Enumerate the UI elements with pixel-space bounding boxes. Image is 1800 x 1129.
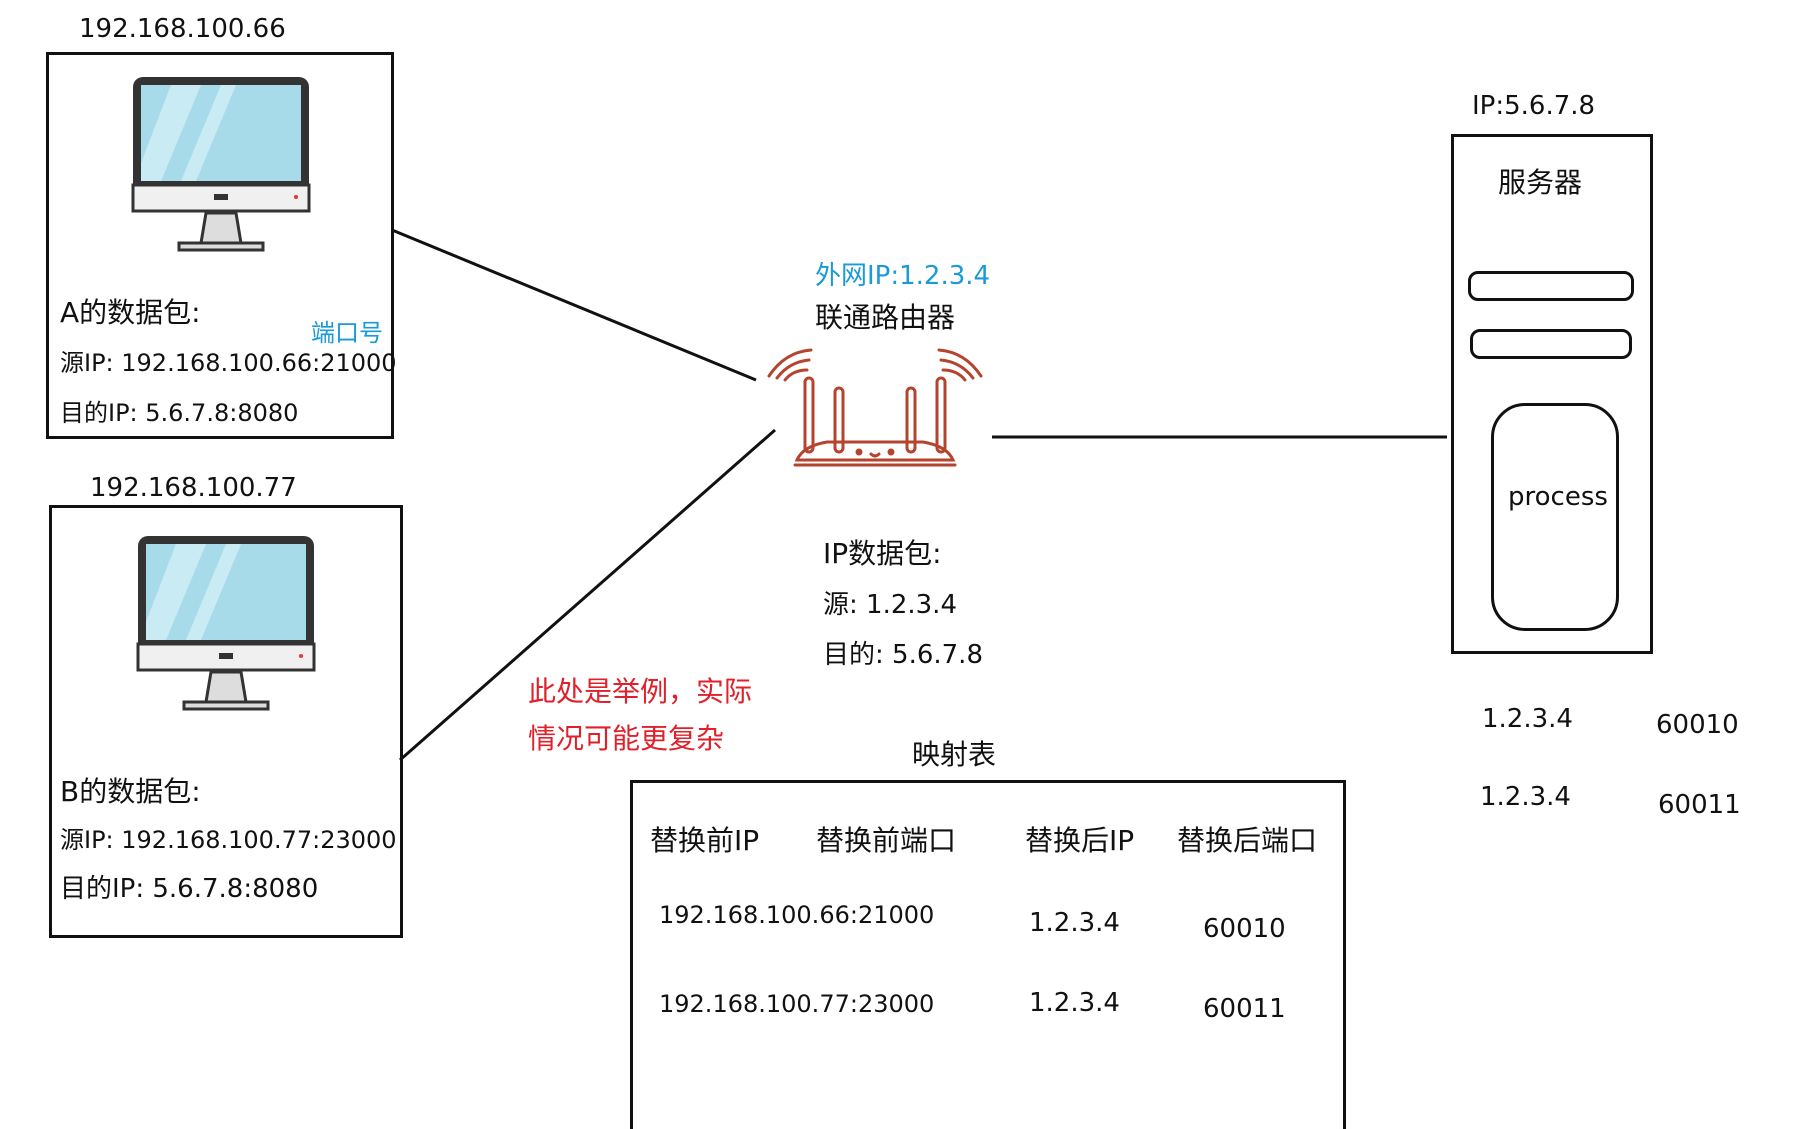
router-packet-title: IP数据包: (823, 537, 942, 570)
hostB-box: B的数据包: 源IP: 192.168.100.77:23000 目的IP: 5… (49, 505, 403, 938)
hostB-src: 源IP: 192.168.100.77:23000 (60, 826, 397, 854)
hostA-dst: 目的IP: 5.6.7.8:8080 (60, 399, 299, 427)
router-icon (767, 348, 983, 467)
hostB-dst: 目的IP: 5.6.7.8:8080 (60, 874, 319, 904)
hostA-ip: 192.168.100.66 (79, 14, 286, 44)
mapping-row1-before: 192.168.100.66:21000 (659, 901, 935, 929)
note-line2: 情况可能更复杂 (528, 722, 725, 755)
mapping-header-before-port: 替换前端口 (816, 824, 957, 857)
hostA-src: 源IP: 192.168.100.66:21000 (60, 349, 397, 377)
link-hostB-router (399, 428, 776, 762)
server-process-label: process (1508, 482, 1608, 512)
server-conn2-port: 60011 (1658, 790, 1741, 820)
hostA-packet-title: A的数据包: (60, 296, 201, 329)
port-label: 端口号 (311, 319, 383, 347)
mapping-header-after-port: 替换后端口 (1177, 824, 1318, 857)
hostA-box: A的数据包: 源IP: 192.168.100.66:21000 目的IP: 5… (46, 52, 397, 439)
mapping-header-after-ip: 替换后IP (1025, 824, 1135, 857)
hostB-packet-title: B的数据包: (60, 775, 201, 808)
router-name: 联通路由器 (815, 301, 956, 334)
server-box: 服务器 process (1451, 134, 1653, 654)
hostB-ip: 192.168.100.77 (90, 473, 297, 503)
server-title: 服务器 (1498, 166, 1583, 199)
server-drive-slot (1470, 329, 1632, 359)
mapping-row1-after-ip: 1.2.3.4 (1029, 908, 1120, 938)
mapping-row2-after-port: 60011 (1203, 994, 1286, 1024)
mapping-title: 映射表 (912, 738, 997, 771)
server-conn1-port: 60010 (1656, 710, 1739, 740)
link-hostA-router (391, 228, 757, 382)
router-dst: 目的: 5.6.7.8 (823, 640, 983, 670)
mapping-header-before-ip: 替换前IP (650, 824, 760, 857)
monitor-icon (136, 536, 316, 711)
router-src: 源: 1.2.3.4 (823, 590, 957, 620)
mapping-table: 替换前IP 替换前端口 替换后IP 替换后端口 192.168.100.66:2… (630, 780, 1346, 1129)
router-external-ip: 外网IP:1.2.3.4 (815, 261, 991, 291)
monitor-icon (131, 77, 311, 252)
note-line1: 此处是举例，实际 (528, 675, 753, 708)
server-ip: IP:5.6.7.8 (1472, 91, 1596, 121)
server-conn2-ip: 1.2.3.4 (1480, 782, 1571, 812)
mapping-row2-after-ip: 1.2.3.4 (1029, 988, 1120, 1018)
mapping-row1-after-port: 60010 (1203, 914, 1286, 944)
server-conn1-ip: 1.2.3.4 (1482, 704, 1573, 734)
server-process-box: process (1491, 403, 1619, 631)
server-drive-slot (1468, 271, 1634, 301)
mapping-row2-before: 192.168.100.77:23000 (659, 990, 935, 1018)
